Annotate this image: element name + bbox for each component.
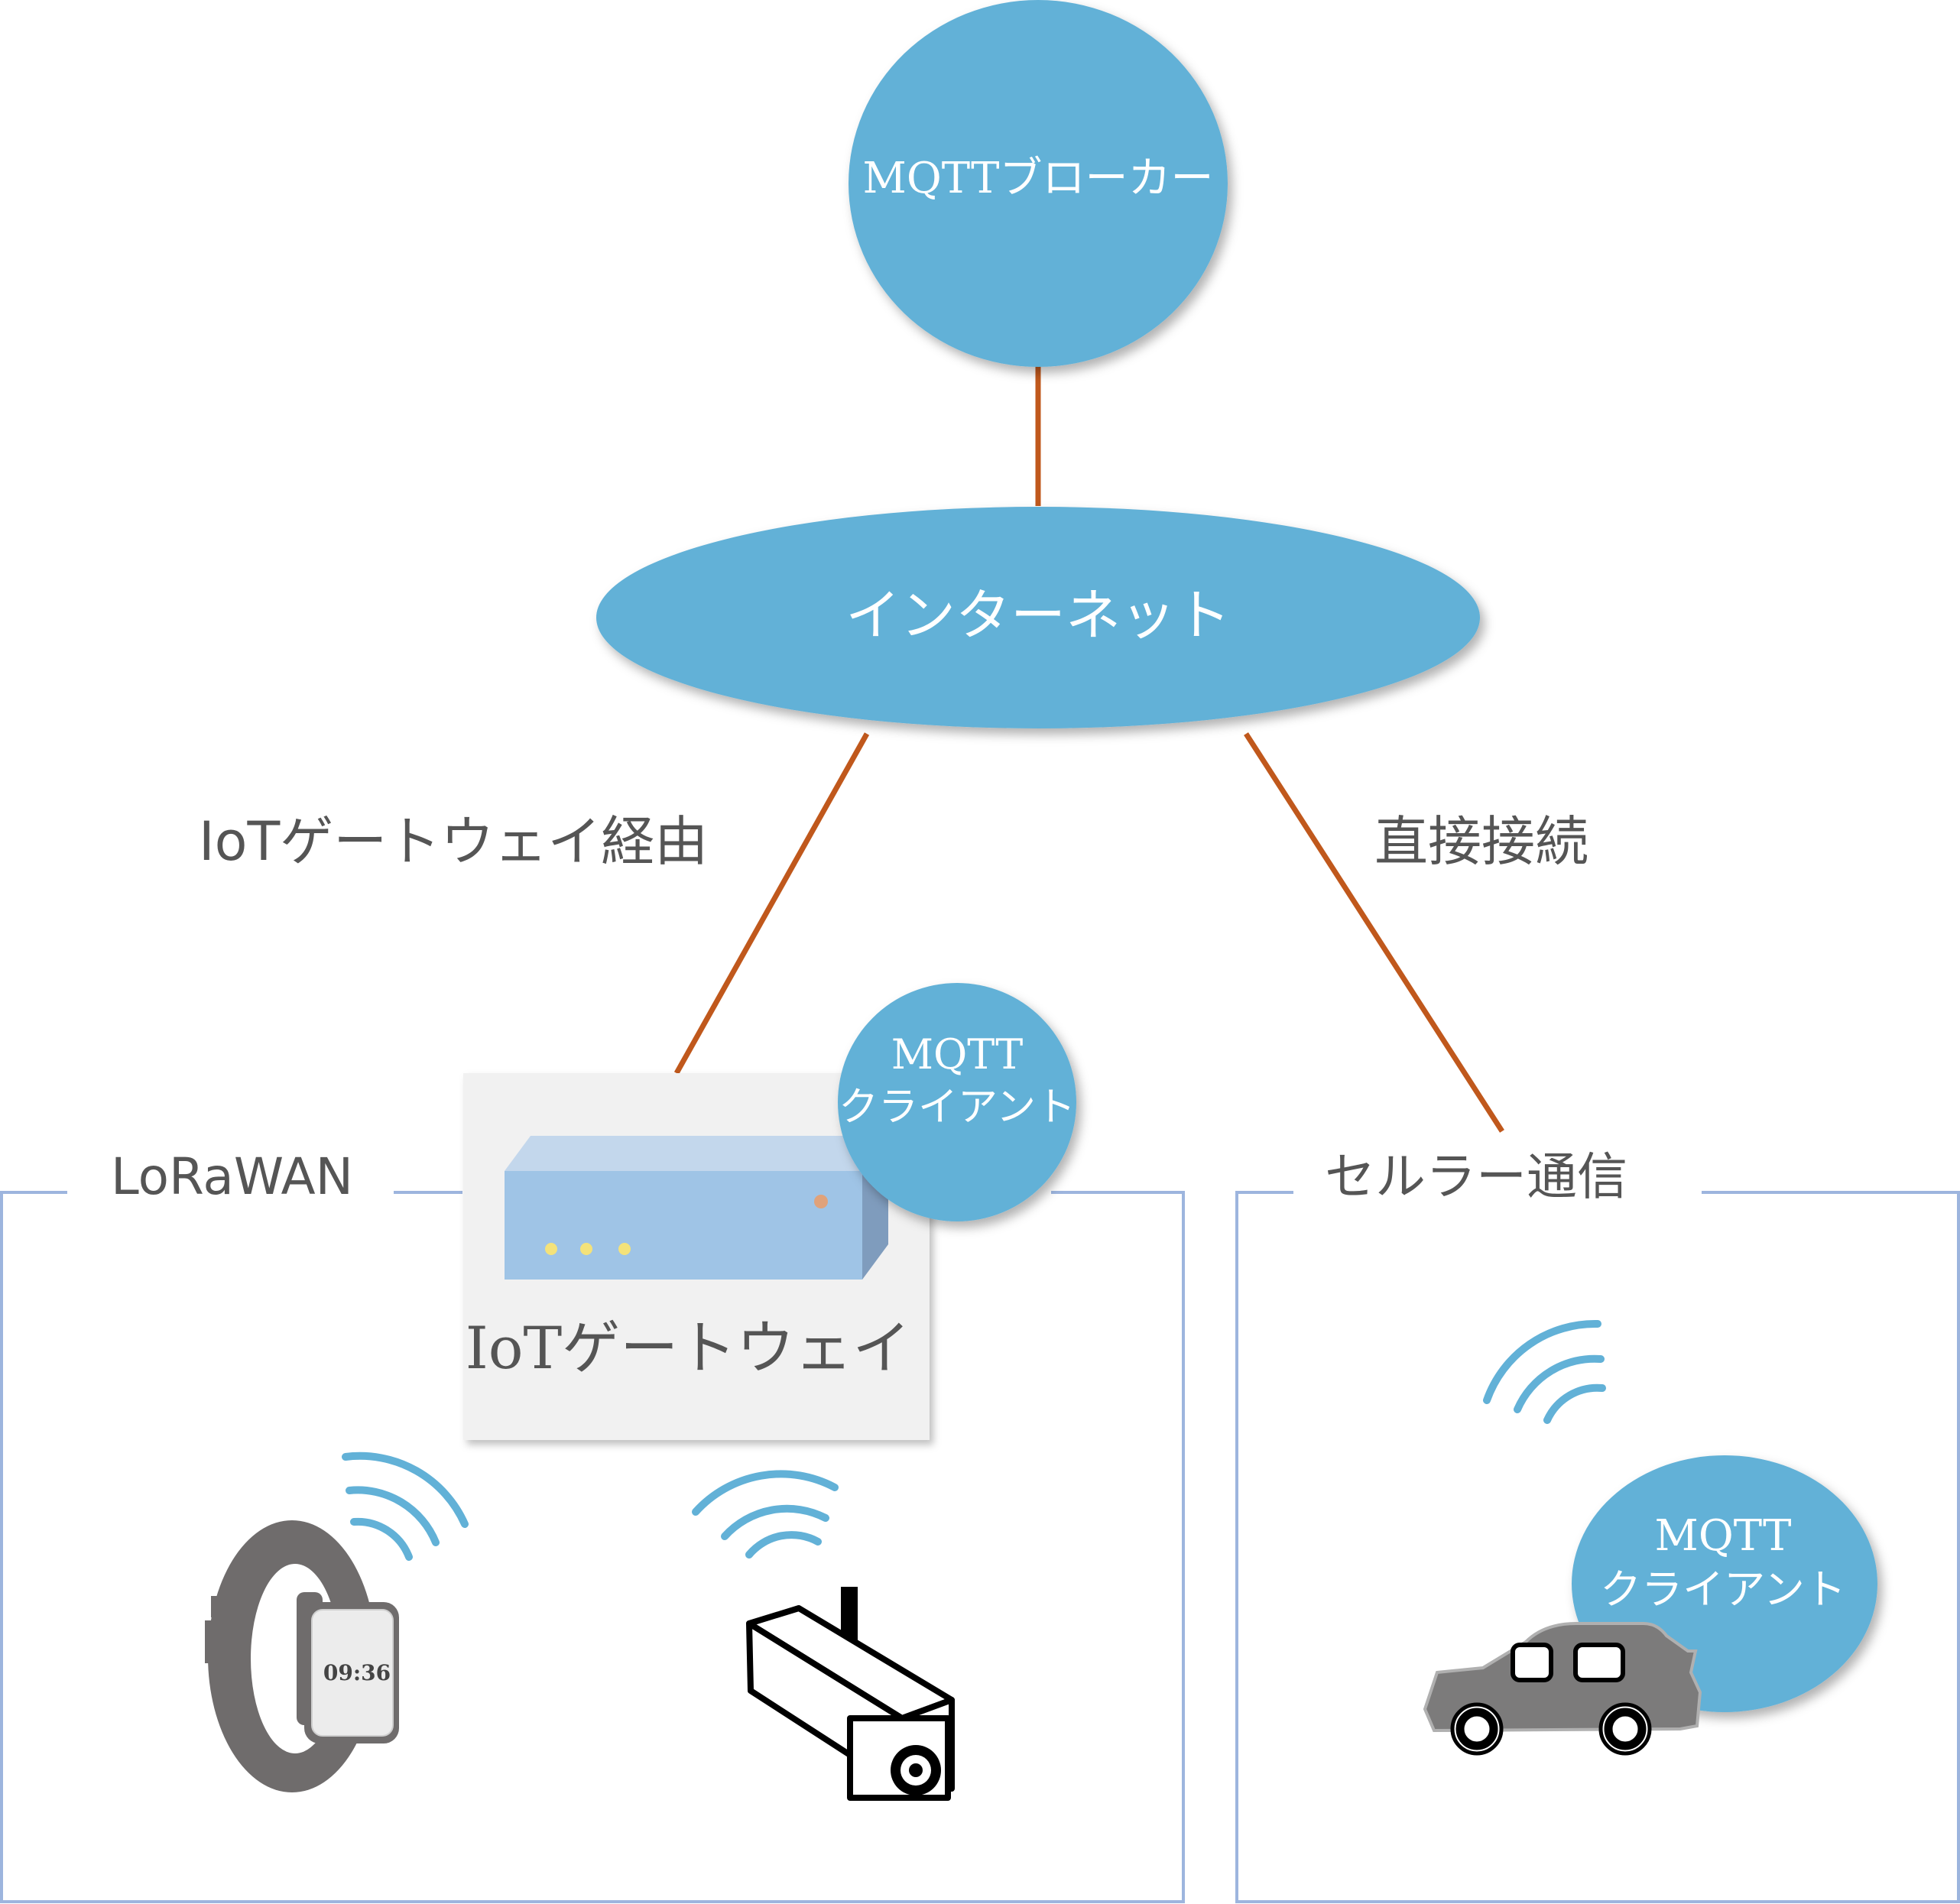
gateway-device-icon xyxy=(505,1136,888,1280)
broker-circle xyxy=(849,0,1228,367)
internet-gateway-edge xyxy=(673,732,870,1075)
mqtt-broker-node: MQTTブローカー xyxy=(849,0,1228,367)
car-client-line1: MQTT xyxy=(1655,1511,1792,1561)
internet-ellipse xyxy=(596,507,1480,728)
gateway-client-line2: クライアント xyxy=(839,1085,1076,1130)
watch-time-display: 09:36 xyxy=(323,1660,391,1685)
direct-connection-label: 直接接続 xyxy=(1374,810,1588,873)
cellular-label: セルラー通信 xyxy=(1325,1147,1627,1206)
connections xyxy=(673,365,1504,1133)
via-gateway-label: IoTゲートウェイ経由 xyxy=(199,810,708,873)
internet-label: インターネット xyxy=(845,583,1231,647)
car-client-line2: クライアント xyxy=(1600,1565,1846,1614)
gateway-client-circle xyxy=(838,983,1076,1221)
gateway-client-line1: MQTT xyxy=(891,1030,1024,1079)
lorawan-group: LoRaWAN xyxy=(0,1147,1185,1903)
watch-wifi-signal-icon xyxy=(342,1452,469,1561)
cellular-frame xyxy=(1235,1191,1960,1903)
gateway-label: IoTゲートウェイ xyxy=(466,1314,910,1382)
camera-wifi-signal-icon xyxy=(692,1470,839,1559)
cellular-group: セルラー通信 xyxy=(1235,1147,1960,1903)
lorawan-label: LoRaWAN xyxy=(111,1147,353,1206)
smartwatch-icon: 09:36 xyxy=(205,1520,399,1792)
broker-label: MQTTブローカー xyxy=(863,154,1214,203)
internet-node: インターネット xyxy=(596,507,1480,728)
car-icon xyxy=(1423,1622,1702,1756)
camera-icon xyxy=(746,1587,955,1801)
lorawan-frame xyxy=(0,1191,1185,1903)
car-wifi-signal-icon xyxy=(1483,1319,1606,1424)
gateway-mqtt-client-node: MQTT クライアント xyxy=(838,983,1076,1221)
internet-cellular-edge xyxy=(1244,732,1504,1133)
